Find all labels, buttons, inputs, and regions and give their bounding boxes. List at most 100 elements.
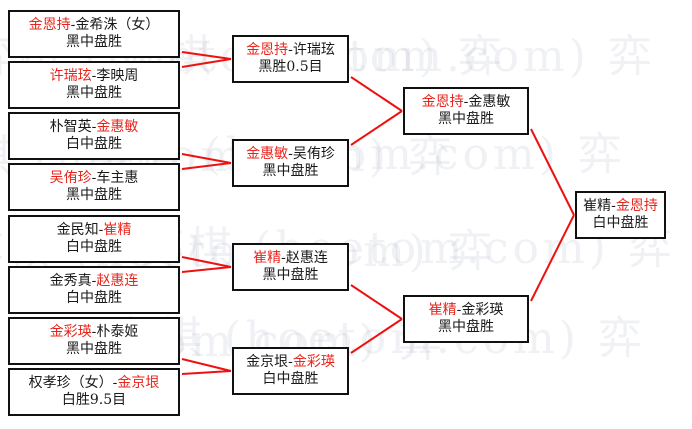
player-one: 权孝珍（女） bbox=[28, 375, 113, 392]
match-box[interactable]: 金惠敏-吴侑珍黑中盘胜 bbox=[232, 139, 349, 187]
player-one: 金惠敏 bbox=[246, 146, 289, 163]
match-players: 许瑞玹-李映周 bbox=[50, 68, 139, 85]
player-one: 崔精 bbox=[583, 198, 612, 215]
player-separator: - bbox=[91, 68, 97, 85]
match-box[interactable]: 金恩持-许瑞玹黑胜0.5目 bbox=[232, 35, 349, 83]
player-two: 金恩持 bbox=[615, 198, 658, 215]
connector-line bbox=[350, 318, 403, 354]
match-players: 崔精-金彩瑛 bbox=[429, 302, 504, 319]
player-two: 吴侑珍 bbox=[292, 146, 335, 163]
connector-line bbox=[181, 162, 232, 170]
connector-line bbox=[181, 266, 232, 273]
match-result: 白胜9.5目 bbox=[61, 392, 127, 408]
match-players: 金恩持-许瑞玹 bbox=[246, 42, 335, 59]
player-two: 金惠敏 bbox=[468, 94, 511, 111]
match-result: 黑中盘胜 bbox=[438, 111, 494, 127]
player-one: 金恩持 bbox=[28, 17, 71, 34]
connector-line bbox=[181, 358, 232, 372]
match-players: 金京垠-金彩瑛 bbox=[246, 354, 335, 371]
match-players: 崔精-金恩持 bbox=[583, 198, 658, 215]
match-result: 白中盘胜 bbox=[66, 239, 122, 255]
match-result: 黑中盘胜 bbox=[66, 341, 122, 357]
match-players: 权孝珍（女）-金京垠 bbox=[29, 375, 160, 392]
player-one: 崔精 bbox=[253, 250, 282, 267]
match-box[interactable]: 吴侑珍-车主惠黑中盘胜 bbox=[8, 163, 180, 211]
player-one: 许瑞玹 bbox=[49, 68, 92, 85]
connector-line bbox=[350, 76, 403, 112]
match-box[interactable]: 崔精-金恩持白中盘胜 bbox=[575, 191, 666, 239]
player-separator: - bbox=[70, 17, 76, 34]
match-box[interactable]: 金恩持-金惠敏黑中盘胜 bbox=[403, 87, 529, 135]
player-separator: - bbox=[112, 375, 118, 392]
connector-line bbox=[530, 128, 575, 216]
connector-line bbox=[181, 58, 232, 68]
player-one: 金恩持 bbox=[246, 42, 289, 59]
match-result: 黑中盘胜 bbox=[66, 34, 122, 50]
player-separator: - bbox=[91, 170, 97, 187]
match-players: 崔精-赵惠连 bbox=[253, 250, 328, 267]
player-two: 李映周 bbox=[96, 68, 139, 85]
match-box[interactable]: 金秀真-赵惠连白中盘胜 bbox=[8, 266, 180, 314]
player-two: 金惠敏 bbox=[96, 119, 139, 136]
match-result: 黑胜0.5目 bbox=[258, 59, 323, 75]
player-one: 金彩瑛 bbox=[49, 324, 92, 341]
player-separator: - bbox=[288, 146, 293, 163]
match-players: 金惠敏-吴侑珍 bbox=[246, 146, 335, 163]
player-separator: - bbox=[281, 250, 286, 267]
connector-line bbox=[181, 256, 232, 268]
player-one: 金恩持 bbox=[421, 94, 464, 111]
match-result: 白中盘胜 bbox=[66, 290, 122, 306]
match-players: 吴侑珍-车主惠 bbox=[50, 170, 139, 187]
match-result: 黑中盘胜 bbox=[66, 187, 122, 203]
player-separator: - bbox=[288, 354, 293, 371]
connector-line bbox=[530, 214, 575, 302]
match-players: 金秀真-赵惠连 bbox=[50, 273, 139, 290]
match-result: 黑中盘胜 bbox=[66, 85, 122, 101]
connector-line bbox=[181, 153, 232, 164]
player-one: 金民知 bbox=[56, 222, 99, 239]
player-two: 朴泰姬 bbox=[96, 324, 139, 341]
match-box[interactable]: 金彩瑛-朴泰姬黑中盘胜 bbox=[8, 317, 180, 365]
match-result: 白中盘胜 bbox=[66, 136, 122, 152]
match-box[interactable]: 崔精-金彩瑛黑中盘胜 bbox=[403, 295, 529, 343]
connector-line bbox=[350, 284, 403, 320]
connector-line bbox=[350, 110, 403, 146]
player-one: 崔精 bbox=[428, 302, 457, 319]
match-players: 金恩持-金惠敏 bbox=[422, 94, 511, 111]
match-result: 黑中盘胜 bbox=[262, 163, 319, 179]
match-result: 黑中盘胜 bbox=[262, 267, 319, 283]
player-two: 崔精 bbox=[103, 222, 132, 239]
player-two: 金希洙（女） bbox=[75, 17, 160, 34]
match-result: 白中盘胜 bbox=[262, 371, 319, 387]
match-box[interactable]: 许瑞玹-李映周黑中盘胜 bbox=[8, 61, 180, 109]
match-players: 金民知-崔精 bbox=[57, 222, 132, 239]
player-two: 金京垠 bbox=[117, 375, 160, 392]
player-separator: - bbox=[91, 273, 97, 290]
player-two: 许瑞玹 bbox=[292, 42, 335, 59]
match-players: 金恩持-金希洙（女） bbox=[29, 17, 160, 34]
match-result: 白中盘胜 bbox=[592, 215, 649, 231]
match-box[interactable]: 崔精-赵惠连黑中盘胜 bbox=[232, 243, 349, 291]
player-separator: - bbox=[288, 42, 293, 59]
player-separator: - bbox=[456, 302, 462, 319]
match-box[interactable]: 朴智英-金惠敏白中盘胜 bbox=[8, 112, 180, 160]
match-box[interactable]: 金民知-崔精白中盘胜 bbox=[8, 215, 180, 263]
connector-line bbox=[181, 51, 232, 60]
player-separator: - bbox=[463, 94, 469, 111]
match-box[interactable]: 金京垠-金彩瑛白中盘胜 bbox=[232, 347, 349, 395]
player-separator: - bbox=[98, 222, 104, 239]
match-players: 朴智英-金惠敏 bbox=[50, 119, 139, 136]
player-one: 金秀真 bbox=[49, 273, 92, 290]
match-box[interactable]: 金恩持-金希洙（女）黑中盘胜 bbox=[8, 10, 180, 58]
match-result: 黑中盘胜 bbox=[438, 319, 494, 335]
player-two: 车主惠 bbox=[96, 170, 139, 187]
player-one: 金京垠 bbox=[246, 354, 289, 371]
player-one: 朴智英 bbox=[49, 119, 92, 136]
player-two: 金彩瑛 bbox=[292, 354, 335, 371]
match-box[interactable]: 权孝珍（女）-金京垠白胜9.5目 bbox=[8, 368, 180, 416]
match-players: 金彩瑛-朴泰姬 bbox=[50, 324, 139, 341]
player-separator: - bbox=[91, 324, 97, 341]
player-separator: - bbox=[611, 198, 616, 215]
